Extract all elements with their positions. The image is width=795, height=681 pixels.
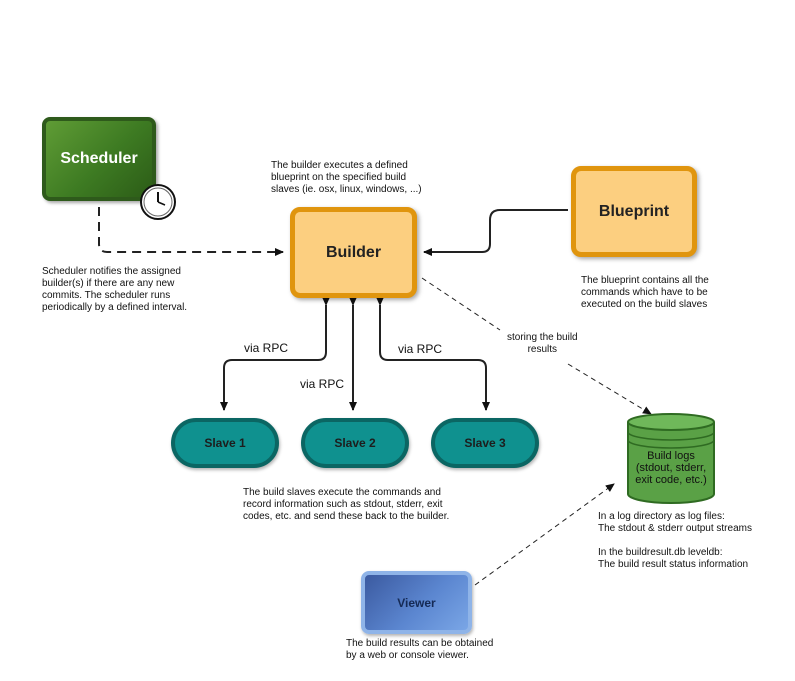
- blueprint-node: Blueprint: [571, 166, 697, 257]
- blueprint-to-builder-arrow: [423, 209, 568, 256]
- logs-note: In a log directory as log files: The std…: [598, 511, 752, 570]
- clock-icon: [140, 184, 176, 220]
- builder-to-logs-arrow: [421, 277, 501, 331]
- slave3-node: Slave 3: [431, 418, 539, 468]
- storing-results-label: storing the build results: [507, 332, 578, 355]
- scheduler-node: Scheduler: [42, 117, 156, 201]
- build-logs-database-icon: [627, 413, 715, 504]
- build-logs-label: Build logs (stdout, stderr, exit code, e…: [635, 450, 707, 486]
- builder-slave1-rpc-arrow: [220, 297, 330, 411]
- builder-note: The builder executes a defined blueprint…: [271, 160, 422, 195]
- slave3-label: Slave 3: [464, 436, 506, 450]
- blueprint-note: The blueprint contains all the commands …: [581, 275, 709, 310]
- slaves-note: The build slaves execute the commands an…: [243, 487, 450, 522]
- rpc-label-right: via RPC: [398, 342, 443, 356]
- slave2-label: Slave 2: [334, 436, 376, 450]
- builder-slave3-rpc-arrow: [376, 297, 490, 411]
- viewer-label: Viewer: [397, 595, 436, 610]
- builder-label: Builder: [325, 243, 382, 261]
- builder-to-logs-arrow-tail: [567, 363, 652, 415]
- slave1-node: Slave 1: [171, 418, 279, 468]
- viewer-note: The build results can be obtained by a w…: [346, 638, 494, 661]
- scheduler-label: Scheduler: [60, 150, 138, 167]
- blueprint-label: Blueprint: [598, 202, 670, 220]
- scheduler-note: Scheduler notifies the assigned builder(…: [42, 266, 188, 313]
- scheduler-to-builder-arrow: [98, 207, 284, 256]
- slave2-node: Slave 2: [301, 418, 409, 468]
- viewer-to-logs-arrow: [474, 483, 615, 586]
- builder-node: Builder: [290, 207, 417, 298]
- viewer-node: Viewer: [361, 571, 472, 634]
- slave1-label: Slave 1: [204, 436, 246, 450]
- rpc-label-middle: via RPC: [300, 377, 345, 391]
- rpc-label-left: via RPC: [244, 341, 289, 355]
